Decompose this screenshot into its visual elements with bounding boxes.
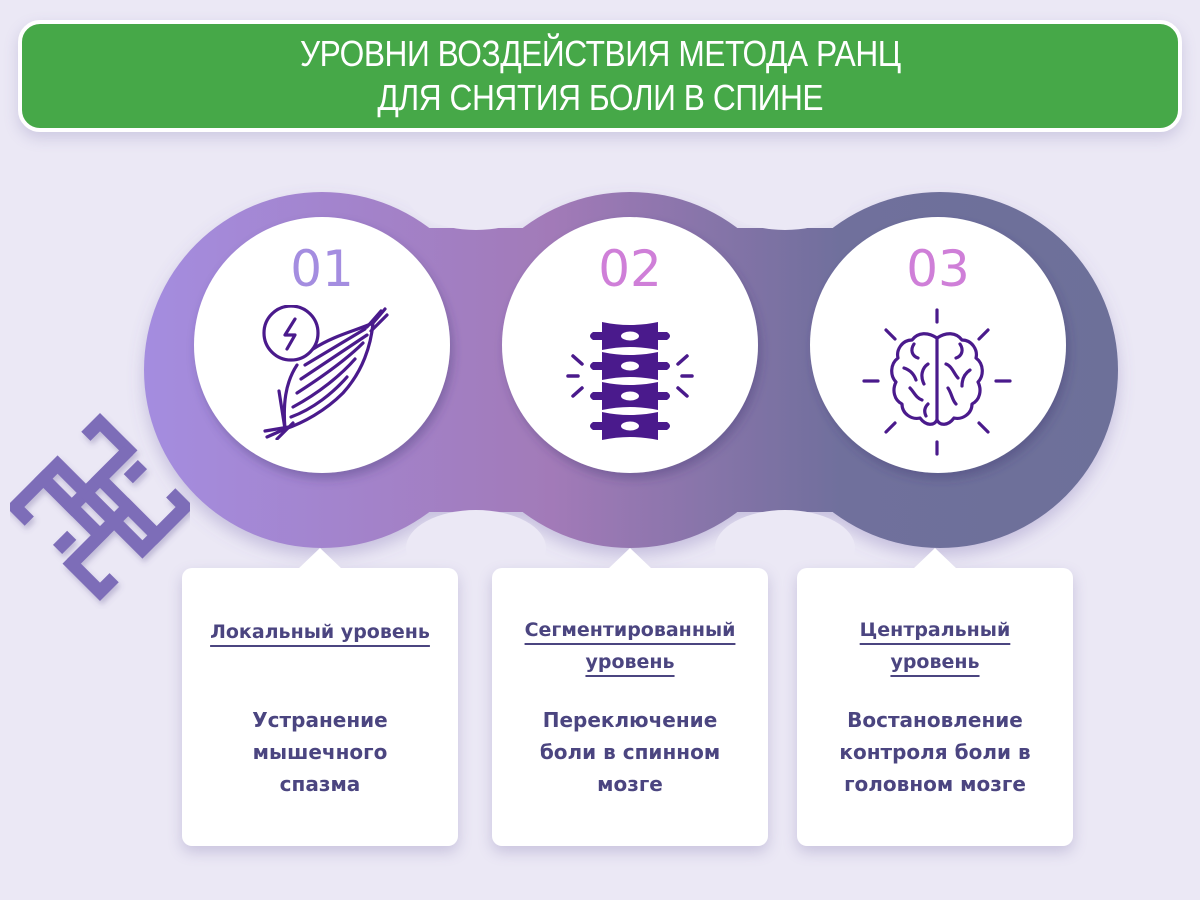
- level-3-number: 03: [906, 240, 970, 298]
- level-3-description: Востановление контроля боли в головном м…: [839, 708, 1031, 796]
- level-2-number: 02: [598, 240, 662, 298]
- endless-knot-icon: [10, 412, 190, 602]
- title-line-2: ДЛЯ СНЯТИЯ БОЛИ В СПИНЕ: [377, 77, 823, 118]
- level-1-card: Локальный уровень Устранение мышечного с…: [182, 548, 458, 846]
- level-1-description: Устранение мышечного спазма: [252, 708, 388, 796]
- level-1-title: Локальный уровень: [210, 621, 430, 643]
- level-2-card: Сегментированный уровень Переключение бо…: [492, 548, 768, 846]
- title-line-1: УРОВНИ ВОЗДЕЙСТВИЯ МЕТОДА РАНЦ: [299, 33, 901, 74]
- brain-icon: [862, 308, 1012, 456]
- level-3-card: Центральный уровень Востановление контро…: [797, 548, 1073, 846]
- level-2-title: Сегментированный уровень: [524, 619, 736, 673]
- level-2-description: Переключение боли в спинном мозге: [539, 708, 721, 796]
- header-banner: УРОВНИ ВОЗДЕЙСТВИЯ МЕТОДА РАНЦ ДЛЯ СНЯТИ…: [18, 20, 1182, 132]
- level-1-number: 01: [290, 240, 354, 298]
- level-3-title: Центральный уровень: [859, 619, 1011, 673]
- muscle-lightning-icon: [262, 305, 389, 440]
- spine-icon: [566, 322, 694, 440]
